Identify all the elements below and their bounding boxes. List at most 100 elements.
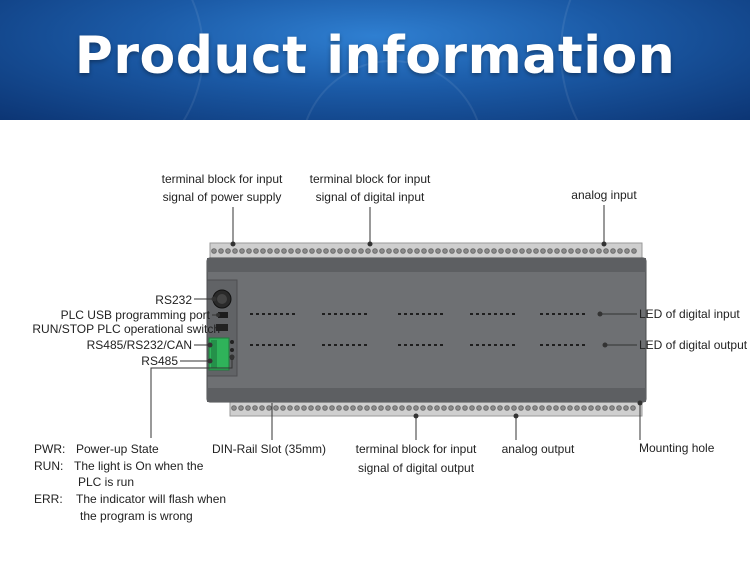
led-indicator (334, 313, 337, 315)
led-indicator (506, 313, 509, 315)
led-indicator (256, 344, 259, 346)
terminal-screw (596, 248, 602, 254)
terminal-screw (372, 248, 378, 254)
led-indicator (576, 344, 579, 346)
led-indicator (422, 344, 425, 346)
led-indicator (564, 344, 567, 346)
led-indicator (564, 313, 567, 315)
terminal-screw (393, 248, 399, 254)
err-key: ERR: (34, 492, 63, 506)
terminal-screw (413, 405, 419, 411)
terminal-screw (539, 405, 545, 411)
terminal-screw (574, 405, 580, 411)
terminal-screw (218, 248, 224, 254)
led-indicator (398, 344, 401, 346)
terminal-screw (399, 405, 405, 411)
terminal-screw (407, 248, 413, 254)
terminal-screw (343, 405, 349, 411)
led-indicator (570, 344, 573, 346)
terminal-screw (336, 405, 342, 411)
label-digital-input-2: signal of digital input (315, 190, 425, 204)
led-indicator (274, 313, 277, 315)
terminal-screw (463, 248, 469, 254)
label-din-rail: DIN-Rail Slot (35mm) (212, 442, 327, 456)
label-run-stop: RUN/STOP PLC operational switch (32, 322, 220, 336)
label-rs485-can: RS485/RS232/CAN (86, 338, 192, 352)
terminal-screw (385, 405, 391, 411)
dot-mounting-hole (637, 400, 643, 406)
terminal-screw (364, 405, 370, 411)
terminal-screw (260, 248, 266, 254)
led-indicator (482, 313, 485, 315)
led-indicator (262, 344, 265, 346)
terminal-screw (323, 248, 329, 254)
dot-led-output (602, 342, 608, 348)
terminal-screw (631, 248, 637, 254)
led-indicator (250, 344, 253, 346)
err-text-1: The indicator will flash when (76, 492, 227, 506)
label-led-output: LED of digital output (639, 338, 748, 352)
led-indicator (328, 344, 331, 346)
terminal-screw (490, 405, 496, 411)
led-indicator (494, 344, 497, 346)
terminal-screw (358, 248, 364, 254)
label-rs485: RS485 (141, 354, 178, 368)
terminal-screw (546, 405, 552, 411)
terminal-screw (553, 405, 559, 411)
led-indicator (340, 344, 343, 346)
dot-rs485-can (207, 342, 213, 348)
led-indicator (358, 344, 361, 346)
led-indicator (500, 313, 503, 315)
led-indicator (582, 313, 585, 315)
label-power-supply-2: signal of power supply (162, 190, 282, 204)
led-indicator (398, 313, 401, 315)
led-indicator (476, 313, 479, 315)
terminal-screw (497, 405, 503, 411)
terminal-screw (491, 248, 497, 254)
terminal-screw (448, 405, 454, 411)
top-label-strip (207, 258, 646, 272)
terminal-screw (533, 248, 539, 254)
dot-analog-output (513, 413, 519, 419)
pwr-led (230, 340, 234, 344)
terminal-screw (322, 405, 328, 411)
terminal-screw (449, 248, 455, 254)
terminal-screw (554, 248, 560, 254)
terminal-screw (498, 248, 504, 254)
terminal-screw (301, 405, 307, 411)
terminal-screw (624, 248, 630, 254)
terminal-screw (532, 405, 538, 411)
terminal-screw (287, 405, 293, 411)
run-led (230, 348, 234, 352)
terminal-screw (414, 248, 420, 254)
terminal-screw (568, 248, 574, 254)
led-indicator (512, 344, 515, 346)
terminal-screw (337, 248, 343, 254)
terminal-screw (371, 405, 377, 411)
dot-digital-output (413, 413, 419, 419)
led-indicator (512, 313, 515, 315)
terminal-screw (511, 405, 517, 411)
led-indicator (358, 313, 361, 315)
led-indicator (280, 313, 283, 315)
led-indicator (280, 344, 283, 346)
terminal-screw (588, 405, 594, 411)
terminal-screw (603, 248, 609, 254)
terminal-screw (609, 405, 615, 411)
led-indicator (250, 313, 253, 315)
terminal-screw (519, 248, 525, 254)
terminal-screw (575, 248, 581, 254)
plc-body (206, 257, 647, 403)
terminal-screw (406, 405, 412, 411)
led-indicator (434, 313, 437, 315)
terminal-screw (581, 405, 587, 411)
terminal-screw (392, 405, 398, 411)
terminal-screw (330, 248, 336, 254)
led-indicator (470, 313, 473, 315)
dot-rs232 (211, 296, 217, 302)
terminal-screw (428, 248, 434, 254)
terminal-screw (525, 405, 531, 411)
terminal-screw (350, 405, 356, 411)
terminal-screw (288, 248, 294, 254)
